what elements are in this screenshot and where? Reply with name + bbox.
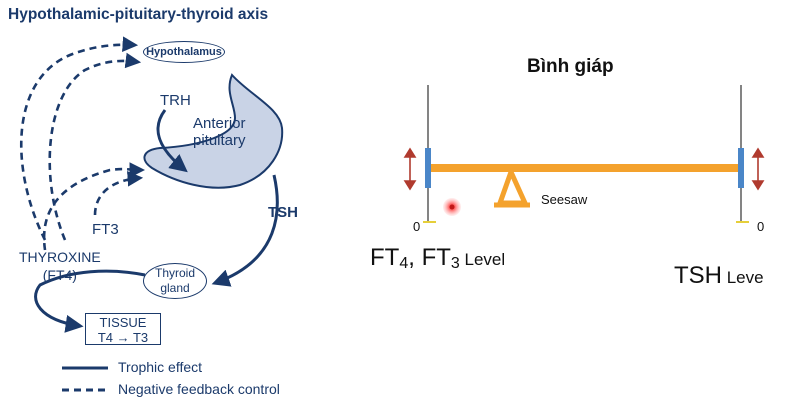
right-end-bar <box>738 148 744 188</box>
feedback-arrow-inner <box>48 52 142 241</box>
trh-label: TRH <box>160 92 191 109</box>
right-zero-label: 0 <box>757 219 765 234</box>
feedback-arrow-pituitary-2 <box>93 171 144 216</box>
thyroxine-label: THYROXINE (FT4) <box>19 249 101 283</box>
legend-negative-label: Negative feedback control <box>118 381 280 397</box>
trh-arrow <box>156 109 188 173</box>
tissue-box: TISSUE T4 → T3 <box>85 313 161 345</box>
axis-title: Hypothalamic-pituitary-thyroid axis <box>8 6 269 23</box>
ft3-label: FT3 <box>92 221 119 238</box>
legend-trophic-label: Trophic effect <box>118 359 203 375</box>
anterior-pituitary-label: Anterior pituitary <box>193 115 246 149</box>
thyroid-gland-node: Thyroid gland <box>143 263 207 299</box>
seesaw-beam <box>429 164 741 172</box>
seesaw-label: Seesaw <box>541 192 588 207</box>
hypothalamus-node: Hypothalamus <box>143 41 225 63</box>
right-double-arrow <box>751 147 765 191</box>
ft-level-label: FT4, FT3 Level <box>370 244 506 272</box>
tsh-level-label: TSH Leve <box>674 262 764 289</box>
left-double-arrow <box>403 147 417 191</box>
thyroxine-to-tissue-arrow <box>34 269 146 333</box>
hypothalamus-label: Hypothalamus <box>146 46 222 58</box>
left-end-bar <box>425 148 431 188</box>
tsh-arrow <box>211 174 279 287</box>
left-zero-label: 0 <box>413 219 421 234</box>
tsh-label: TSH <box>268 204 298 221</box>
seesaw-fulcrum <box>497 169 528 206</box>
feedback-arrow-pituitary-1 <box>42 162 146 251</box>
panel-title: Bình giáp <box>527 56 614 77</box>
